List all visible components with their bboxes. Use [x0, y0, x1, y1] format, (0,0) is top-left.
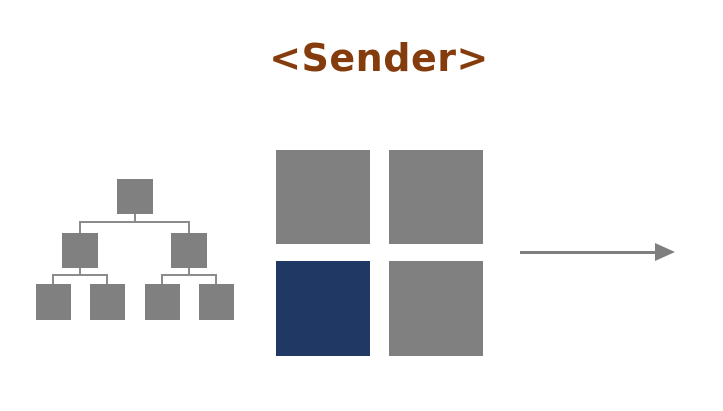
tree-connector: [79, 221, 190, 223]
arrow-head: [655, 243, 675, 261]
diagram-title: <Sender>: [269, 36, 489, 80]
grid-cell-top-left: [276, 150, 370, 244]
tree-node-left: [62, 233, 98, 268]
tree-node-leaf-1: [36, 284, 71, 320]
grid-cell-bottom-left: [276, 261, 370, 356]
tree-connector: [79, 268, 81, 275]
grid-cell-top-right: [389, 150, 483, 244]
tree-node-leaf-4: [199, 284, 234, 320]
tree-connector: [188, 268, 190, 275]
tree-node-root: [117, 179, 153, 214]
tree-node-leaf-3: [145, 284, 180, 320]
tree-connector: [161, 274, 163, 284]
tree-connector: [52, 274, 54, 284]
arrow-shaft: [520, 251, 658, 254]
tree-connector: [52, 274, 108, 276]
tree-connector: [106, 274, 108, 284]
tree-connector: [79, 221, 81, 233]
tree-node-leaf-2: [90, 284, 125, 320]
tree-connector: [215, 274, 217, 284]
tree-node-right: [171, 233, 207, 268]
tree-connector: [161, 274, 217, 276]
tree-connector: [134, 213, 136, 222]
grid-cell-bottom-right: [389, 261, 483, 356]
tree-connector: [188, 221, 190, 233]
